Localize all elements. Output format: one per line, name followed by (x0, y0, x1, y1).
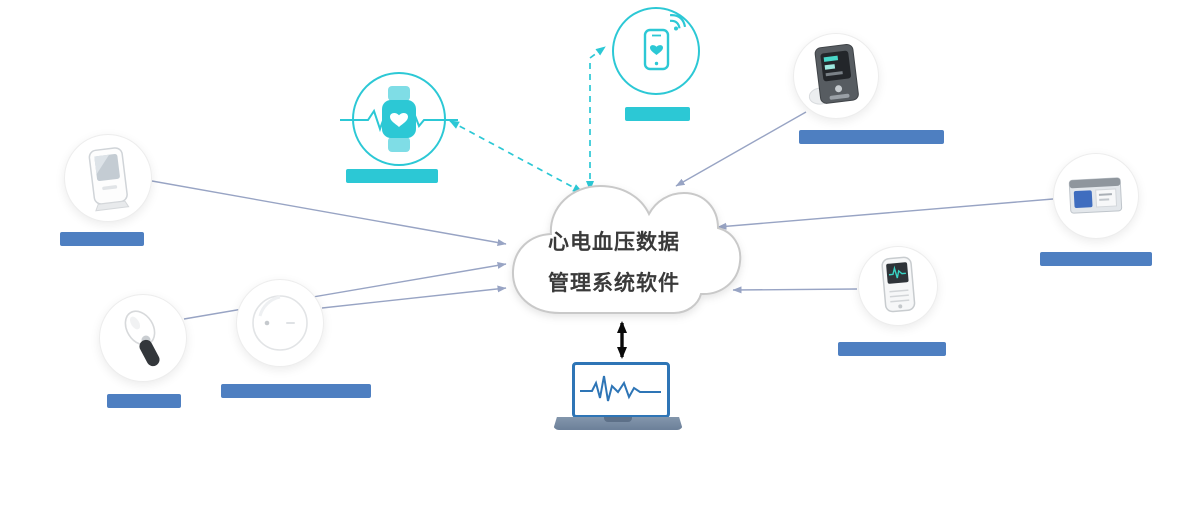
smartphone-wifi-icon (643, 14, 687, 71)
smartwatch-heartbeat-icon (340, 86, 458, 152)
connector-bp-monitor (675, 111, 807, 187)
label-ear-worn-device (107, 394, 181, 408)
label-smartphone (625, 107, 690, 121)
ecg-waveform (580, 375, 661, 402)
label-blood-pressure-monitor (799, 130, 944, 144)
cloud-title: 心电血压数据 管理系统软件 (548, 222, 718, 304)
node-blood-pressure-monitor (793, 33, 879, 119)
blood-pressure-monitor-icon (808, 43, 859, 105)
node-ear-worn-device (99, 294, 187, 382)
round-patch-device-icon (252, 295, 308, 351)
connector-holter (732, 286, 858, 294)
handheld-ecg-recorder-icon (88, 147, 130, 212)
laptop-base (553, 417, 683, 430)
ear-worn-device-icon (124, 310, 160, 367)
connector-compact-ecg (717, 198, 1054, 230)
node-smartphone (612, 7, 700, 95)
holter-monitor-icon (881, 256, 916, 313)
label-round-patch-device (221, 384, 371, 398)
node-compact-ecg-device (1053, 153, 1139, 239)
connector-smartphone-dashed (586, 46, 606, 191)
label-compact-ecg-device (1040, 252, 1152, 266)
connector-ear-device (183, 261, 507, 320)
laptop-notch (604, 417, 632, 422)
laptop-ecg-waveform-icon (572, 362, 670, 418)
node-holter-monitor (858, 246, 938, 326)
connector-ecg-recorder (151, 180, 507, 246)
connector-round-device (321, 285, 507, 309)
cloud-title-line2: 管理系统软件 (548, 272, 680, 295)
connector-smartwatch-dashed (449, 120, 583, 193)
compact-ecg-device-icon (1068, 177, 1123, 214)
cloud-title-line1: 心电血压数据 (548, 231, 680, 254)
node-ecg-recorder (64, 134, 152, 222)
node-round-patch-device (236, 279, 324, 367)
label-holter-monitor (838, 342, 946, 356)
label-ecg-recorder (60, 232, 144, 246)
label-smartwatch (346, 169, 438, 183)
node-smartwatch (340, 72, 458, 166)
